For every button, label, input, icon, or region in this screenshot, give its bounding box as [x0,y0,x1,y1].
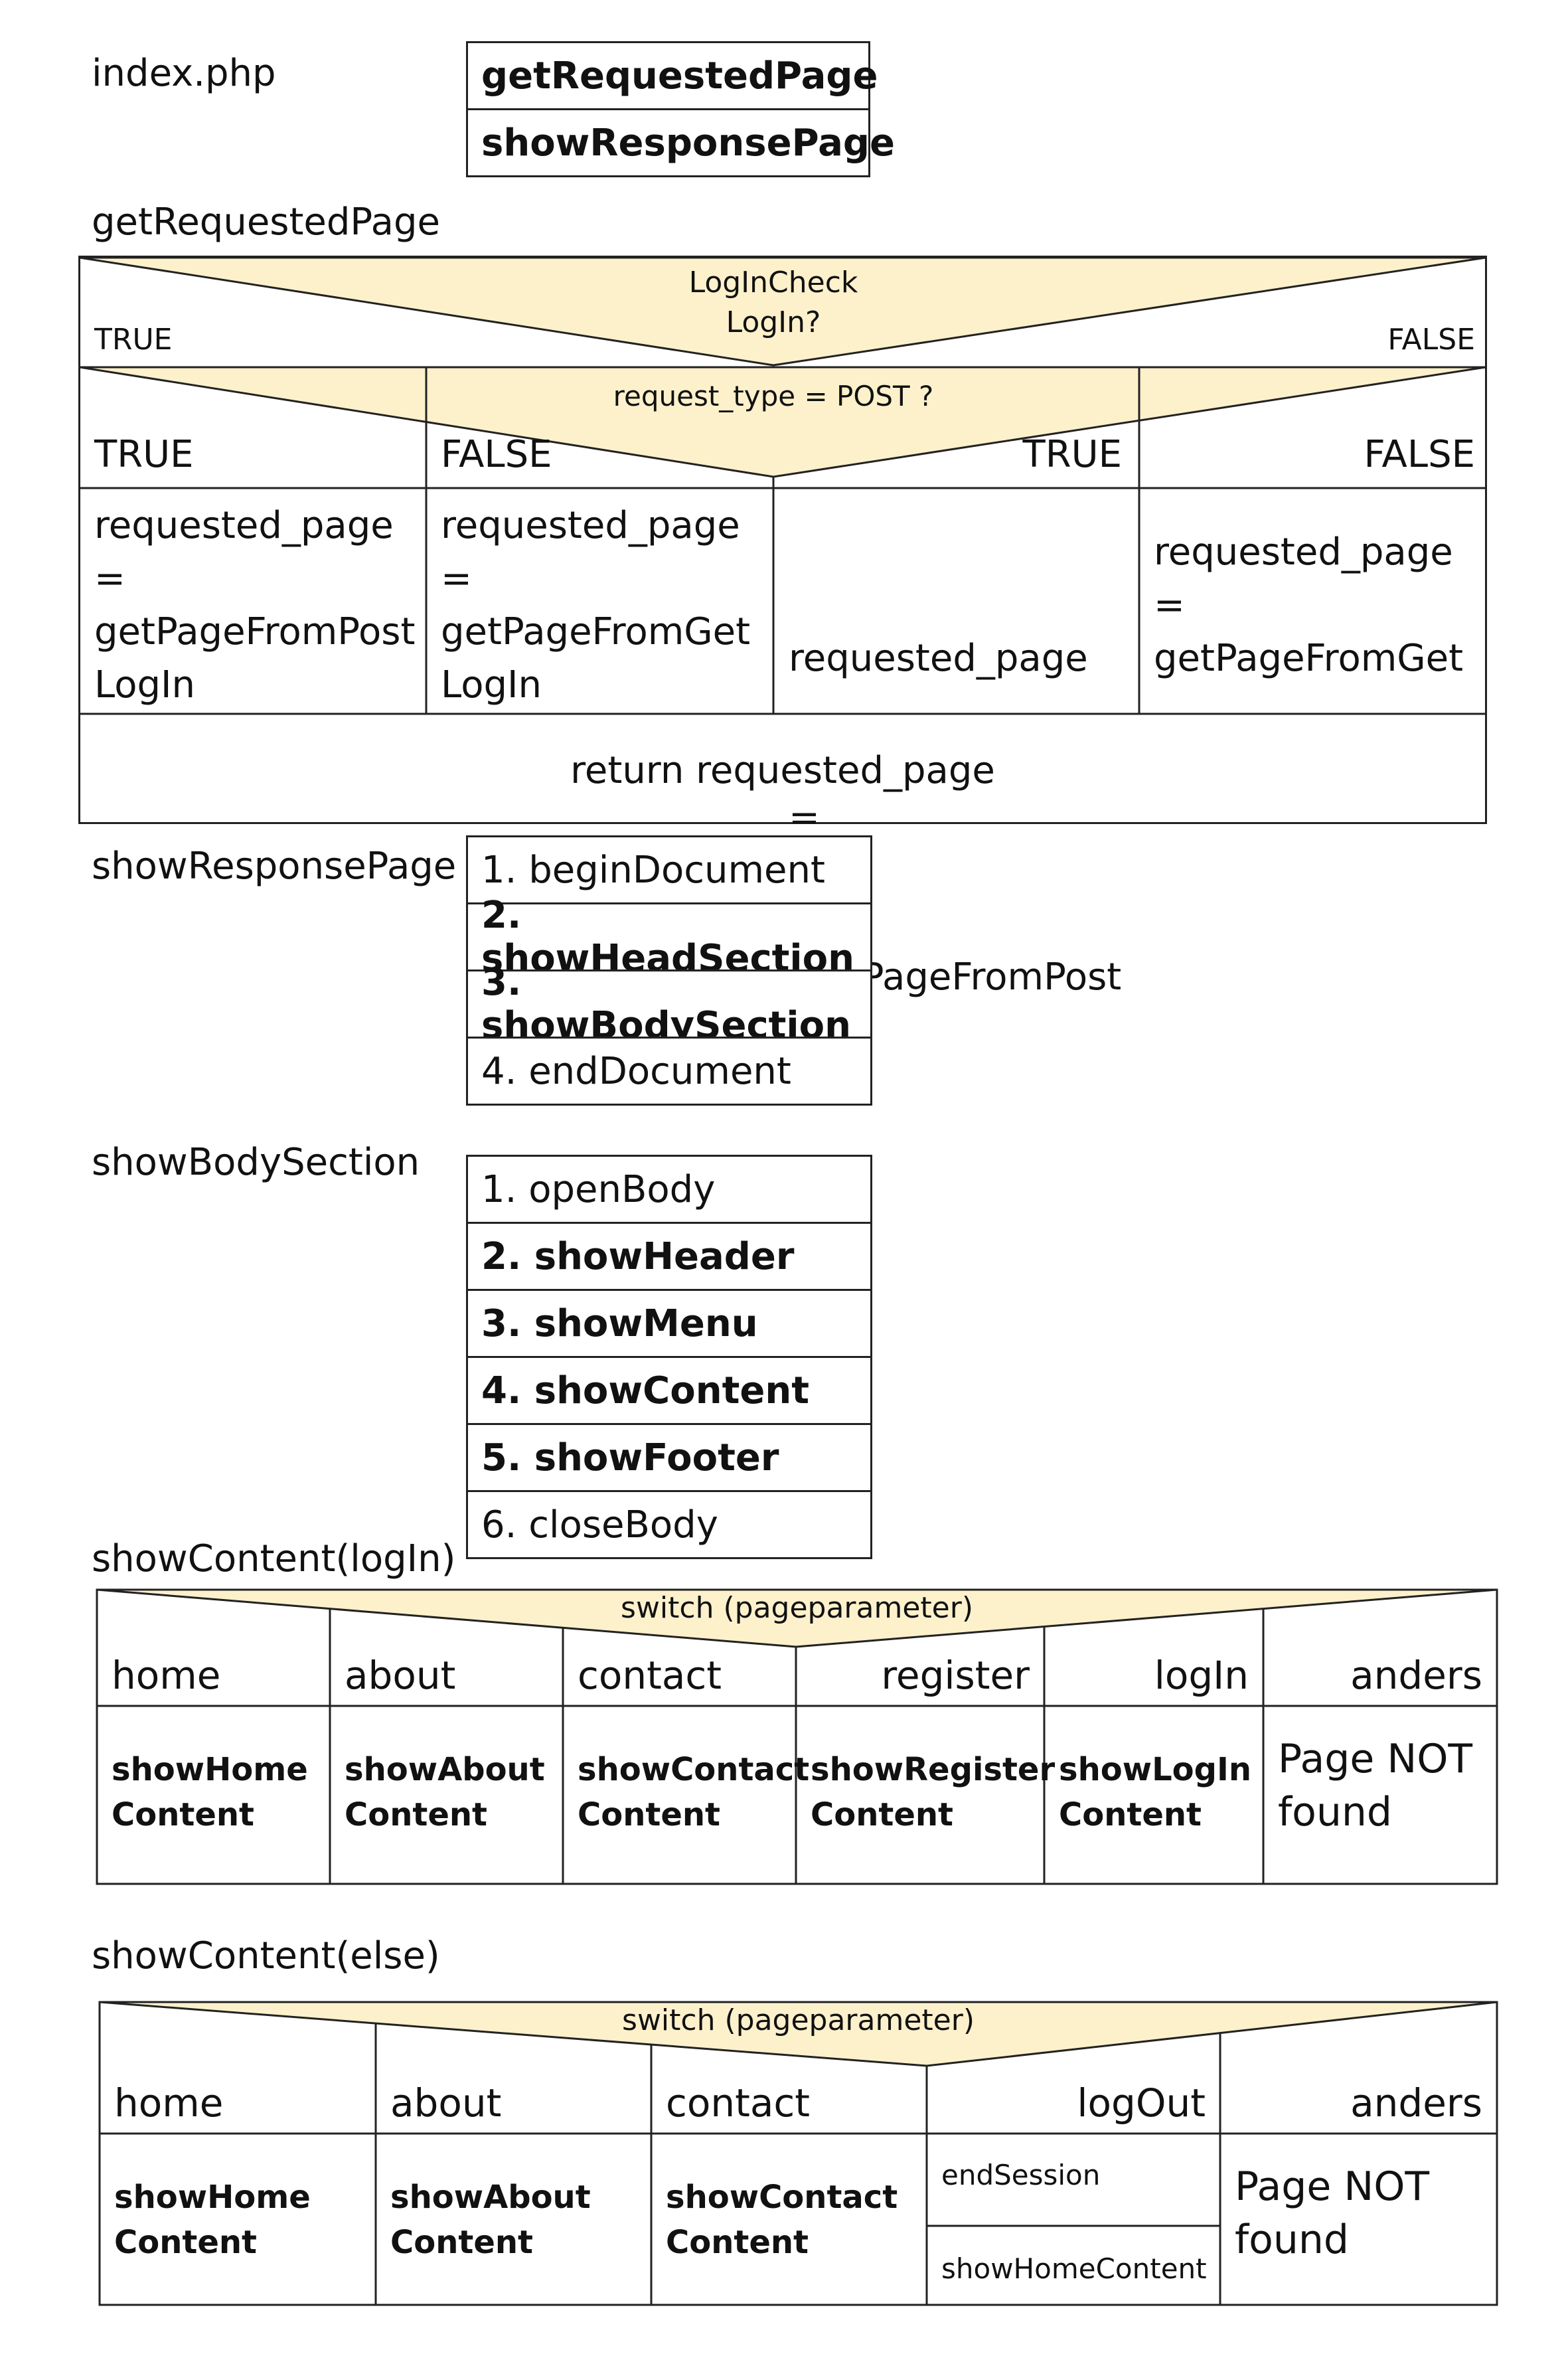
return-statement: return requested_page [570,749,995,792]
action-1-line-4: LogIn [94,663,196,707]
index-item-show-response-page: showResponsePage [466,108,895,177]
show-content-else-action-1-line-2: Content [114,2224,257,2261]
show-content-login-action-4-line-2: Content [811,1796,953,1833]
inner-condition: request_type = POST ? [613,380,934,412]
show-content-login-case-3: contact [578,1653,722,1698]
action-3-line-1: requested_page [789,637,1088,680]
show-content-else-action-4-part-2: showHomeContent [941,2252,1207,2285]
show-content-else-condition-triangle [99,2001,1498,2067]
action-1-line-1: requested_page [94,504,394,547]
show-content-else-action-4-part-1: endSession [941,2159,1101,2191]
show-content-login-action-1-line-1: showHome [112,1751,308,1788]
show-content-login-title: showContent(logIn) [92,1537,456,1580]
show-content-else-action-2-line-2: Content [390,2224,533,2261]
outer-condition-line-2: LogIn? [726,305,821,339]
show-content-else-case-5: anders [1350,2080,1482,2126]
branch-label-2: FALSE [441,433,552,476]
show-content-login-case-6: anders [1350,1653,1482,1698]
show-body-section-step-6: 6. closeBody [466,1490,872,1559]
show-content-login-case-5: logIn [1154,1653,1249,1698]
show-content-login-action-5-line-1: showLogIn [1059,1751,1252,1788]
show-content-login-action-6: Page NOT found [1278,1732,1472,1839]
show-content-else-case-4: logOut [1077,2080,1206,2126]
show-content-else-action-3-line-2: Content [666,2224,809,2261]
show-content-else-lines [98,2001,1498,2306]
action-2-line-2: = [441,557,472,600]
show-body-section-step-5: 5. showFooter [466,1423,872,1492]
show-content-login-action-6-line-2: found [1278,1789,1392,1835]
action-4-line-3: getPageFromGet [1154,637,1464,680]
show-response-page-step-4: 4. endDocument [466,1037,872,1106]
action-4-line-1: requested_page [1154,531,1453,574]
action-1: requested_page = getPageFromPost LogIn [94,499,415,712]
branch-label-1: TRUE [94,433,194,476]
show-body-section-step-2: 2. showHeader [466,1222,872,1291]
show-content-else-action-1-line-1: showHome [114,2179,311,2216]
show-response-page-step-3: 3. showBodySection [466,961,872,1047]
show-content-login-action-1-line-2: Content [112,1796,254,1833]
action-2-line-4: LogIn [441,663,542,707]
show-content-login-action-6-line-1: Page NOT [1278,1736,1473,1782]
show-content-login-condition-triangle [96,1588,1498,1648]
show-content-login-action-3-line-1: showContact [578,1751,810,1788]
action-2: requested_page = getPageFromGet LogIn [441,499,750,712]
show-body-section-step-4: 4. showContent [466,1356,872,1425]
get-requested-page-title: getRequestedPage [92,201,440,244]
outer-true-label: TRUE [94,323,173,357]
show-body-section-title: showBodySection [92,1141,420,1184]
show-content-login-condition: switch (pageparameter) [621,1591,973,1625]
show-content-login-action-2-line-1: showAbout [345,1751,545,1788]
action-4: requested_page = getPageFromGet [1154,526,1463,685]
show-body-section-step-3: 3. showMenu [466,1289,872,1358]
action-3-line-2: = [789,796,820,839]
show-content-else-action-3-line-1: showContact [666,2179,898,2216]
show-response-page-step-1: 1. beginDocument [466,835,872,904]
branch-label-3: TRUE [1022,433,1123,476]
show-content-else-case-1: home [114,2080,224,2126]
show-content-else-condition: switch (pageparameter) [622,2003,975,2037]
show-content-login-action-3-line-2: Content [578,1796,720,1833]
outer-condition-line-1: LogInCheck [688,266,858,299]
show-content-else-case-2: about [390,2080,502,2126]
action-2-line-3: getPageFromGet [441,610,751,653]
show-content-login-case-4: register [881,1653,1030,1698]
show-content-else-action-5: Page NOT found [1235,2160,1429,2266]
show-content-else-action-5-line-1: Page NOT [1235,2163,1430,2210]
outer-condition-triangle [79,256,1486,367]
show-content-login-case-2: about [345,1653,456,1698]
outer-false-label: FALSE [1387,323,1475,357]
action-4-line-2: = [1154,584,1185,627]
show-body-section-step-1: 1. openBody [466,1155,872,1224]
show-content-login-case-1: home [112,1653,221,1698]
show-content-login-lines [96,1588,1498,1885]
index-title: index.php [92,52,276,95]
show-content-login-action-5-line-2: Content [1059,1796,1202,1833]
branch-label-4: FALSE [1364,433,1475,476]
show-content-login-action-4-line-1: showRegister [811,1751,1056,1788]
action-1-line-2: = [94,557,125,600]
show-content-else-action-5-line-2: found [1235,2217,1349,2263]
show-content-else-title: showContent(else) [92,1934,440,1977]
show-content-else-action-2-line-1: showAbout [390,2179,591,2216]
show-content-login-action-2-line-2: Content [345,1796,487,1833]
action-2-line-1: requested_page [441,504,740,547]
action-1-line-3: getPageFromPost [94,610,416,653]
index-item-get-requested-page: getRequestedPage [466,41,878,110]
show-content-else-case-3: contact [666,2080,811,2126]
show-response-page-title: showResponsePage [92,845,457,888]
